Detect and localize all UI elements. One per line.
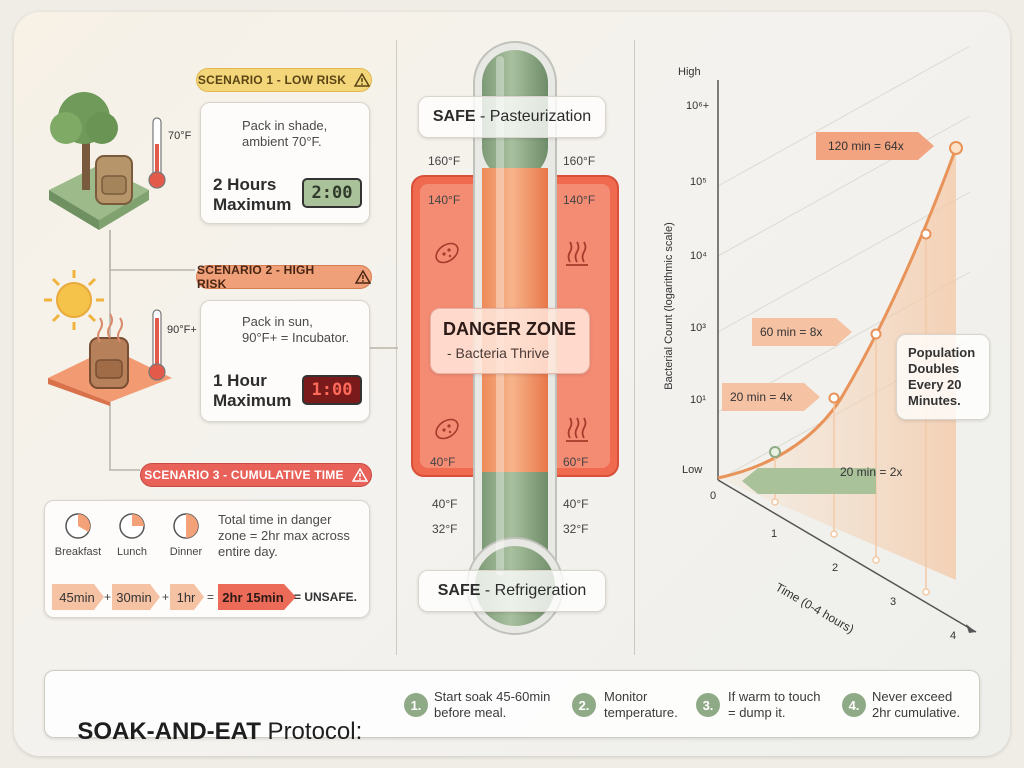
x-tick-1: 1 — [771, 528, 778, 540]
protocol-step-3-text: If warm to touch = dump it. — [728, 689, 821, 720]
clock-lunch-icon — [119, 513, 145, 539]
protocol-step-2-text: Monitor temperature. — [604, 689, 678, 720]
scenario-1-timer: 2:00 — [302, 178, 362, 208]
scenario-2-duration: 1 Hour Maximum — [213, 371, 292, 410]
y-tick-1e6: 10⁶+ — [686, 100, 710, 112]
sum-equals: = — [207, 590, 215, 604]
heat-waves-icon — [566, 417, 588, 442]
y-tick-1e4: 10⁴ — [690, 250, 707, 262]
bacteria-icon — [435, 418, 459, 440]
heat-waves-icon — [566, 241, 588, 266]
x-tick-3: 3 — [890, 596, 897, 608]
x-tick-0: 0 — [710, 490, 717, 502]
sum-result: = UNSAFE. — [294, 590, 358, 604]
scenario-2-temp-label: 90°F+ — [167, 324, 197, 336]
annotation-120min-64x: 120 min = 64x — [828, 139, 904, 153]
sum-arrow-shapes — [52, 584, 296, 610]
temp-label-140-left: 140°F — [428, 193, 461, 207]
doubling-note-text: Population Doubles Every 20 Minutes. — [908, 345, 976, 408]
growth-curve — [717, 147, 958, 480]
clock-breakfast-icon — [65, 513, 91, 539]
protocol-step-1-number: 1. — [404, 693, 428, 717]
y-axis-label: Bacterial Count (logarithmic scale) — [663, 222, 675, 390]
x-axis-arrowhead — [966, 624, 976, 633]
curve-points — [769, 141, 963, 458]
protocol-title: SOAK-AND-EAT Protocol: — [77, 718, 363, 745]
annotation-arrows — [722, 132, 934, 494]
scenario-1-temp-label: 70°F — [168, 130, 192, 142]
sum-plus-1: + — [104, 590, 112, 604]
scenario-3-badge-label: SCENARIO 3 - CUMULATIVE TIME — [144, 468, 344, 482]
thermometer-90-icon — [148, 309, 166, 381]
temp-label-60-right: 60°F — [563, 455, 589, 469]
temp-label-40-inner: 40°F — [430, 455, 456, 469]
annotation-20min-4x: 20 min = 4x — [730, 390, 793, 404]
temp-label-140-right: 140°F — [563, 193, 596, 207]
scenario-1-badge-label: SCENARIO 1 - LOW RISK — [197, 73, 347, 87]
sum-dinner-time: 1hr — [176, 589, 196, 605]
scenario-2-desc: Pack in sun, 90°F+ = Incubator. — [242, 314, 350, 345]
tree-backpack-shade-illustration — [49, 92, 149, 230]
protocol-bar — [44, 670, 980, 738]
bacteria-growth-chart — [717, 45, 977, 633]
bacteria-icon — [435, 242, 459, 264]
protocol-step-4-number: 4. — [842, 693, 866, 717]
doubling-note-card — [896, 334, 990, 420]
temp-label-32-left: 32°F — [432, 522, 458, 536]
sun-backpack-heat-illustration — [44, 270, 172, 406]
safe-refrigeration-label: SAFE - Refrigeration — [418, 570, 606, 612]
x-tick-4: 4 — [950, 630, 957, 642]
scenario-2-card — [200, 300, 370, 422]
temp-label-160-right: 160°F — [563, 154, 596, 168]
meal-label-dinner: Dinner — [169, 546, 203, 558]
protocol-step-1-text: Start soak 45-60min before meal. — [434, 689, 551, 720]
protocol-step-3-number: 3. — [696, 693, 720, 717]
thermometer-70-icon — [148, 117, 166, 189]
y-tick-high: High — [678, 66, 701, 78]
temp-label-160-left: 160°F — [428, 154, 461, 168]
temp-label-40-right: 40°F — [563, 497, 589, 511]
y-tick-1e1: 10¹ — [690, 394, 706, 406]
meal-label-breakfast: Breakfast — [54, 546, 102, 558]
danger-zone-subtitle: - Bacteria Thrive — [447, 345, 550, 361]
warning-icon — [351, 468, 368, 482]
y-tick-1e5: 10⁵ — [690, 176, 707, 188]
protocol-step-2-number: 2. — [572, 693, 596, 717]
divider-right — [634, 40, 635, 655]
warning-icon — [355, 270, 371, 284]
scenario-1-badge: SCENARIO 1 - LOW RISK — [196, 68, 372, 92]
scenario-1-desc: Pack in shade, ambient 70°F. — [242, 118, 328, 149]
sum-breakfast-time: 45min — [59, 589, 95, 605]
sum-total-time: 2hr 15min — [222, 589, 284, 605]
clock-dinner-icon — [173, 513, 199, 539]
scenario-1-duration: 2 Hours Maximum — [213, 175, 292, 214]
meal-label-lunch: Lunch — [117, 546, 147, 558]
annotation-20min-2x: 20 min = 2x — [840, 465, 903, 479]
y-tick-1e3: 10³ — [690, 322, 706, 334]
scenario-2-timer: 1:00 — [302, 375, 362, 405]
scenario-2-badge-label: SCENARIO 2 - HIGH RISK — [197, 263, 315, 291]
scenario-3-badge: SCENARIO 3 - CUMULATIVE TIME — [140, 463, 372, 487]
sum-lunch-time: 30min — [116, 589, 152, 605]
temp-label-32-right: 32°F — [563, 522, 589, 536]
danger-zone-label: DANGER ZONE - Bacteria Thrive — [430, 308, 590, 374]
scenario-3-desc: Total time in danger zone = 2hr max acro… — [218, 512, 350, 559]
drop-ends — [771, 498, 930, 596]
y-tick-low: Low — [682, 464, 703, 476]
x-axis — [717, 479, 977, 633]
sum-plus-2: + — [162, 590, 170, 604]
protocol-step-4-text: Never exceed 2hr cumulative. — [872, 689, 961, 720]
danger-zone-title: DANGER ZONE — [443, 319, 577, 339]
safe-pasteurization-label: SAFE - Pasteurization — [418, 96, 606, 138]
scenario-2-badge: SCENARIO 2 - HIGH RISK — [196, 263, 372, 291]
x-tick-2: 2 — [832, 562, 839, 574]
warning-icon — [354, 73, 371, 87]
temp-label-40-left: 40°F — [432, 497, 458, 511]
annotation-60min-8x: 60 min = 8x — [760, 325, 823, 339]
scenario-connector-lines — [109, 230, 398, 471]
